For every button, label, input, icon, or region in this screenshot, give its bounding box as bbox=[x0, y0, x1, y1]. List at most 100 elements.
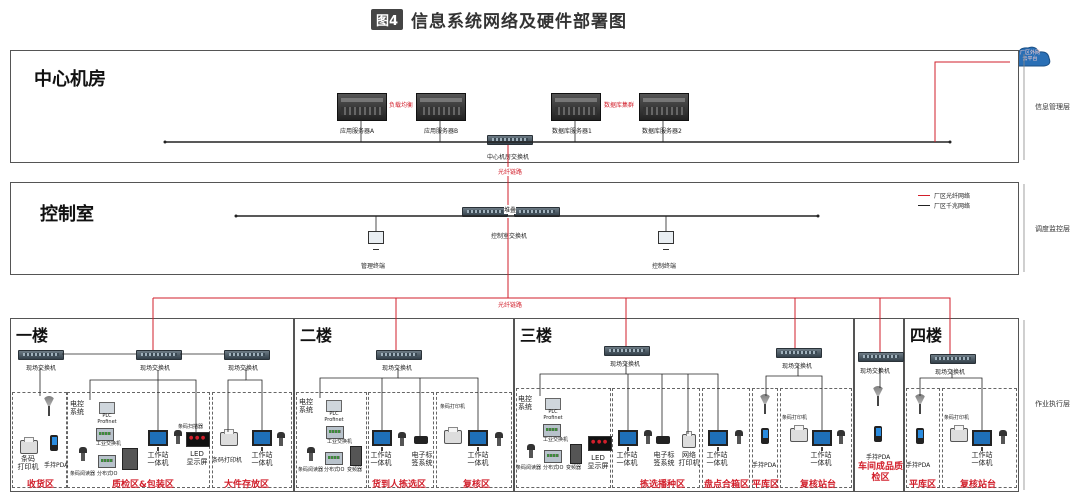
f3-workstation-icon bbox=[618, 430, 638, 451]
f4-ap-icon bbox=[912, 394, 928, 414]
f3-elabel-icon bbox=[656, 436, 670, 444]
f1-plc-label: PLC Profinet bbox=[97, 413, 117, 425]
server-db-2-icon bbox=[639, 93, 689, 121]
management-terminal-icon bbox=[368, 231, 384, 250]
f1-area-receiving-box bbox=[12, 392, 67, 488]
floor-1-title: 一楼 bbox=[16, 326, 49, 345]
f2-ipc-icon bbox=[326, 426, 344, 439]
f2-scanner2-icon bbox=[492, 432, 506, 446]
f2-elabel-label: 电子标 签系统 bbox=[411, 451, 433, 467]
f3-switch-1-icon bbox=[604, 346, 650, 356]
f4-barcode-printer-label: 条码打印机 bbox=[944, 415, 970, 421]
server-label-db-1: 数据库服务器1 bbox=[552, 128, 592, 135]
f3-barcode-printer-icon bbox=[790, 425, 808, 442]
f2-switch-icon bbox=[376, 350, 422, 360]
f3-pda-icon bbox=[761, 428, 769, 444]
f2-ipc-label: 工业交换机 bbox=[327, 439, 353, 445]
f1-area-label-3: 大件存放区 bbox=[224, 480, 270, 490]
f3-plc-icon bbox=[545, 398, 561, 410]
figure-title-text: 信息系统网络及硬件部署图 bbox=[411, 12, 628, 32]
layer-label-info: 信息管理层 bbox=[1035, 103, 1070, 111]
f2-workstation-label: 工作站 一体机 bbox=[370, 451, 392, 467]
f4-workstation-label: 工作站 一体机 bbox=[971, 451, 993, 467]
floor-4-title: 四楼 bbox=[910, 326, 943, 345]
f1-reader-label: 条码阅读器 bbox=[70, 471, 96, 477]
f2-plc-icon bbox=[326, 400, 342, 412]
f3-io-icon bbox=[544, 450, 562, 463]
f3-area-label-2: 盘点合箱区 bbox=[704, 480, 750, 490]
f3-reader-label: 条码阅读器 bbox=[516, 465, 542, 471]
control-switch-label: 控制室交换机 bbox=[491, 233, 528, 240]
f1-ipc-icon bbox=[96, 428, 114, 441]
f3-area-count-box bbox=[702, 388, 750, 488]
control-switch-icon-a bbox=[462, 207, 508, 217]
f3-vfd-icon bbox=[570, 444, 582, 464]
server-app-b-icon bbox=[416, 93, 466, 121]
f3-switch-3-label: 现场交换机 bbox=[860, 368, 891, 375]
f1-barcode-printer2-icon bbox=[220, 429, 238, 446]
f3-ipc-icon bbox=[543, 424, 561, 437]
figure-badge: 图4 bbox=[371, 9, 404, 30]
f3-area-label-5: 车间成品质 检区 bbox=[858, 462, 904, 483]
center-switch-label: 中心机房交换机 bbox=[487, 154, 530, 161]
f1-cabinet-icon bbox=[122, 448, 138, 470]
f1-ap-icon bbox=[41, 396, 57, 416]
f2-area-label-1: 货到人拣选区 bbox=[372, 480, 427, 490]
layer-label-execution: 作业执行层 bbox=[1035, 400, 1070, 408]
f3-barcode-printer-label: 条码打印机 bbox=[782, 415, 808, 421]
f3-area-label-4: 复核站台 bbox=[800, 480, 837, 490]
f1-barcode-printer-label: 条码 打印机 bbox=[17, 455, 39, 471]
f1-workstation-label: 工作站 一体机 bbox=[147, 451, 169, 467]
f3-scanner-icon bbox=[641, 430, 655, 444]
f3b-pda-icon bbox=[874, 426, 882, 442]
f3-workstation2-icon bbox=[708, 430, 728, 451]
f1-switch-3-icon bbox=[224, 350, 270, 360]
legend-gigabit-label: 厂区千兆网络 bbox=[934, 202, 971, 210]
f1-barcode-printer-icon bbox=[20, 437, 38, 454]
f2-reader-icon bbox=[304, 447, 318, 461]
f2-scanner-icon bbox=[395, 432, 409, 446]
f3-area-label-1: 拣选播种区 bbox=[640, 480, 686, 490]
center-hot-label-2: 数据库集群 bbox=[604, 102, 635, 109]
f3-switch-2-label: 现场交换机 bbox=[782, 363, 813, 370]
f2-switch-label: 现场交换机 bbox=[382, 365, 413, 372]
f1-switch-2-label: 现场交换机 bbox=[140, 365, 171, 372]
f3-elabel-label: 电子标 签系统 bbox=[653, 451, 675, 467]
f1-switch-3-label: 现场交换机 bbox=[228, 365, 259, 372]
f2-io-icon bbox=[325, 452, 343, 465]
f1-scanner-label: 条码扫描器 bbox=[178, 424, 204, 430]
control-room-panel bbox=[10, 182, 1019, 275]
center-room-title: 中心机房 bbox=[34, 69, 106, 90]
f3b-pda-label: 手持PDA bbox=[866, 454, 891, 461]
f3-area-label-3: 平库区 bbox=[752, 480, 780, 490]
f3-netprinter-icon bbox=[682, 431, 696, 448]
center-switch-icon bbox=[487, 135, 533, 145]
f1-ipc-label: 工业交换机 bbox=[96, 441, 122, 447]
f2-io-label: 分布式IO bbox=[324, 467, 345, 473]
f1-scanner-icon bbox=[171, 430, 185, 444]
f3-workstation3-label: 工作站 一体机 bbox=[810, 451, 832, 467]
f3-workstation2-label: 工作站 一体机 bbox=[706, 451, 728, 467]
f2-reader-label: 条码阅读器 bbox=[298, 467, 324, 473]
legend: 厂区光纤网络 厂区千兆网络 bbox=[918, 190, 970, 210]
f1-pda-label: 手持PDA bbox=[44, 462, 69, 469]
f2-vfd-icon bbox=[350, 446, 362, 466]
f1-switch-1-label: 现场交换机 bbox=[26, 365, 57, 372]
legend-fiber-swatch bbox=[918, 194, 930, 196]
f2-vfd-label: 变频器 bbox=[347, 467, 363, 473]
floor-2-title: 二楼 bbox=[300, 326, 333, 345]
f1-led-label: LED 显示屏 bbox=[186, 450, 208, 466]
f4-area-label-2: 复核站台 bbox=[960, 480, 997, 490]
layer-label-dispatch: 调度监控层 bbox=[1035, 225, 1070, 233]
f3-area-flat-box bbox=[752, 388, 778, 488]
f3-led-icon bbox=[588, 436, 612, 451]
f1-switch-1-icon bbox=[18, 350, 64, 360]
f2-workstation-icon bbox=[372, 430, 392, 451]
f1-workstation2-label: 工作站 一体机 bbox=[251, 451, 273, 467]
server-label-app-b: 应用服务器B bbox=[424, 128, 459, 135]
f2-elabel-icon bbox=[414, 436, 428, 444]
f1-io-icon bbox=[98, 455, 116, 468]
control-stack-label: 堆叠 bbox=[504, 205, 517, 214]
f4-switch-label: 现场交换机 bbox=[935, 369, 966, 376]
f2-elec-label: 电控 系统 bbox=[299, 398, 313, 414]
